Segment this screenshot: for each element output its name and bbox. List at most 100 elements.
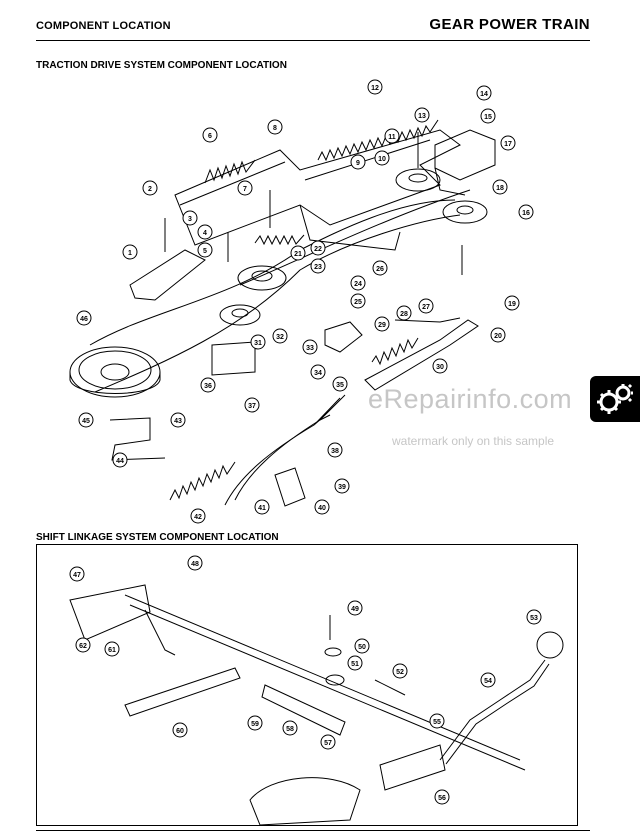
svg-text:33: 33 xyxy=(306,345,314,352)
svg-text:62: 62 xyxy=(79,643,87,650)
callout-32: 32 xyxy=(272,328,288,344)
svg-text:32: 32 xyxy=(276,334,284,341)
plate-41 xyxy=(274,467,306,507)
callout-36: 36 xyxy=(200,377,216,393)
callout-11: 11 xyxy=(384,128,400,144)
idler-pulley-21 xyxy=(237,265,287,291)
callout-14: 14 xyxy=(476,85,492,101)
callout-15: 15 xyxy=(480,108,496,124)
callout-53: 53 xyxy=(526,609,542,625)
svg-text:43: 43 xyxy=(174,418,182,425)
svg-text:28: 28 xyxy=(400,311,408,318)
svg-text:25: 25 xyxy=(354,299,362,306)
spring-12 xyxy=(317,119,439,162)
callout-20: 20 xyxy=(490,327,506,343)
callout-27: 27 xyxy=(418,298,434,314)
watermark-subtext: watermark only on this sample xyxy=(392,434,555,448)
callout-50: 50 xyxy=(354,638,370,654)
svg-text:12: 12 xyxy=(371,85,379,92)
callout-35: 35 xyxy=(332,376,348,392)
callout-7: 7 xyxy=(237,180,253,196)
callout-26: 26 xyxy=(372,260,388,276)
callout-25: 25 xyxy=(350,293,366,309)
washer-50 xyxy=(324,647,342,657)
svg-text:41: 41 xyxy=(258,505,266,512)
svg-text:56: 56 xyxy=(438,795,446,802)
bracket-55 xyxy=(379,744,446,791)
svg-text:59: 59 xyxy=(251,721,259,728)
callout-61: 61 xyxy=(104,641,120,657)
callout-45: 45 xyxy=(78,412,94,428)
svg-text:42: 42 xyxy=(194,514,202,521)
svg-text:39: 39 xyxy=(338,484,346,491)
drive-belt-upper xyxy=(89,199,456,346)
callout-39: 39 xyxy=(334,478,350,494)
svg-text:38: 38 xyxy=(331,448,339,455)
callout-10: 10 xyxy=(374,150,390,166)
svg-text:13: 13 xyxy=(418,113,426,120)
svg-text:60: 60 xyxy=(176,728,184,735)
svg-text:24: 24 xyxy=(354,281,362,288)
spring-29 xyxy=(371,337,419,366)
svg-text:45: 45 xyxy=(82,418,90,425)
callout-48: 48 xyxy=(187,555,203,571)
svg-text:31: 31 xyxy=(254,340,262,347)
svg-text:52: 52 xyxy=(396,669,404,676)
idler-pulley-32 xyxy=(219,304,261,326)
svg-text:51: 51 xyxy=(351,661,359,668)
svg-text:30: 30 xyxy=(436,364,444,371)
svg-text:1: 1 xyxy=(128,250,132,257)
callout-22: 22 xyxy=(310,240,326,256)
svg-text:6: 6 xyxy=(208,133,212,140)
callout-33: 33 xyxy=(302,339,318,355)
svg-text:10: 10 xyxy=(378,156,386,163)
callout-1: 1 xyxy=(122,244,138,260)
svg-text:19: 19 xyxy=(508,301,516,308)
transaxle-input-17 xyxy=(434,129,496,181)
callout-34: 34 xyxy=(310,364,326,380)
spring-6 xyxy=(204,159,256,184)
svg-text:7: 7 xyxy=(243,186,247,193)
svg-text:11: 11 xyxy=(388,134,396,141)
bracket-1 xyxy=(129,249,206,301)
callout-41: 41 xyxy=(254,499,270,515)
svg-text:26: 26 xyxy=(376,266,384,273)
chapter-title: GEAR POWER TRAIN xyxy=(429,16,590,33)
callout-51: 51 xyxy=(347,655,363,671)
svg-text:4: 4 xyxy=(203,230,207,237)
callout-13a: 13 xyxy=(414,107,430,123)
spring-22 xyxy=(254,234,305,246)
callout-31: 31 xyxy=(250,334,266,350)
svg-text:2: 2 xyxy=(148,186,152,193)
shift-lever-54 xyxy=(439,659,546,761)
rod-60 xyxy=(124,667,241,717)
watermark-text: eRepairinfo.com xyxy=(368,384,573,414)
callout-4: 4 xyxy=(197,224,213,240)
section-tab[interactable] xyxy=(590,376,640,422)
svg-text:35: 35 xyxy=(336,382,344,389)
shift-knob-53 xyxy=(536,631,564,659)
callout-44: 44 xyxy=(112,452,128,468)
svg-text:57: 57 xyxy=(324,740,332,747)
callout-56: 56 xyxy=(434,789,450,805)
callout-18: 18 xyxy=(492,179,508,195)
callout-47: 47 xyxy=(69,566,85,582)
section-header: COMPONENT LOCATION xyxy=(36,20,171,32)
callout-30: 30 xyxy=(432,358,448,374)
svg-text:61: 61 xyxy=(108,647,116,654)
callout-60: 60 xyxy=(172,722,188,738)
drive-belt-lower xyxy=(94,214,461,393)
transaxle-housing xyxy=(249,777,361,826)
svg-text:29: 29 xyxy=(378,322,386,329)
rod-38a xyxy=(234,414,331,501)
plate-58 xyxy=(261,684,346,736)
svg-text:40: 40 xyxy=(318,505,326,512)
svg-text:50: 50 xyxy=(358,644,366,651)
lever-30 xyxy=(364,319,479,391)
callout-2: 2 xyxy=(142,180,158,196)
callout-6: 6 xyxy=(202,127,218,143)
svg-text:18: 18 xyxy=(496,185,504,192)
callout-54: 54 xyxy=(480,672,496,688)
callout-17: 17 xyxy=(500,135,516,151)
